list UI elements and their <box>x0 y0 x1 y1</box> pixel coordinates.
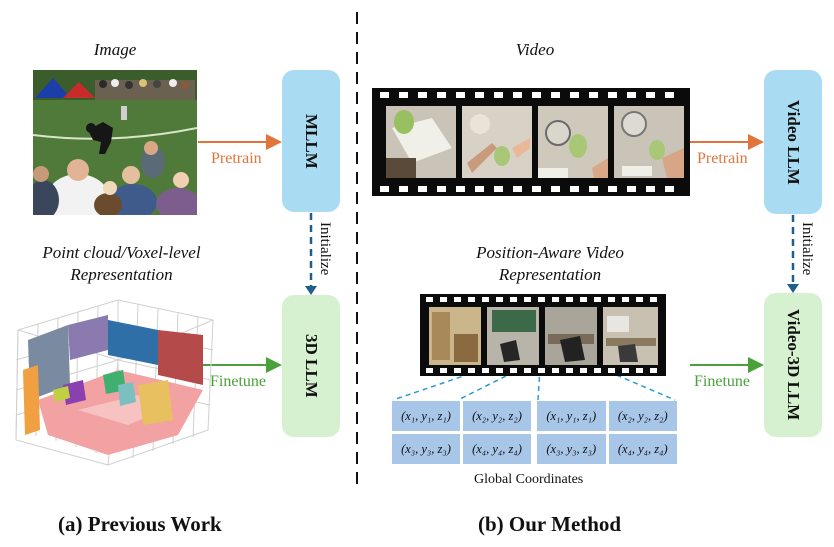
video-frame-4 <box>614 106 684 178</box>
filmstrip-frames <box>380 92 684 192</box>
coordinate-grid-1: (x₁, y₁, z₁) (x₂, y₂, z₂) (x₃, y₃, z₃) (… <box>392 401 531 464</box>
coordinate-cell: (x₃, y₃, z₃) <box>537 434 606 464</box>
finetune-label-right: Finetune <box>694 373 750 390</box>
coordinate-grid-2: (x₁, y₁, z₁) (x₂, y₂, z₂) (x₃, y₃, z₃) (… <box>537 401 677 464</box>
room-frame-1 <box>429 307 481 365</box>
left-title: (a) Previous Work <box>58 512 222 536</box>
3d-llm-box: 3D LLM <box>282 295 340 437</box>
video-3d-llm-box: Video-3D LLM <box>764 293 822 437</box>
video-caption: Video <box>515 40 555 59</box>
position-aware-filmstrip <box>420 294 666 376</box>
video-3d-llm-label: Video-3D LLM <box>784 309 803 421</box>
mllm-label: MLLM <box>302 113 321 169</box>
coordinate-cell: (x₁, y₁, z₁) <box>537 401 606 431</box>
video-llm-label: Video LLM <box>784 99 803 185</box>
pointcloud-caption: Point cloud/Voxel-level Representation <box>14 242 229 286</box>
pointcloud-caption-line2: Representation <box>70 265 173 284</box>
coordinate-cell: (x₁, y₁, z₁) <box>392 401 460 431</box>
global-coordinates-label: Global Coordinates <box>474 472 584 487</box>
pointcloud-caption-line1: Point cloud/Voxel-level <box>42 243 201 262</box>
room-frame-4 <box>603 307 658 365</box>
finetune-label-left: Finetune <box>210 373 266 390</box>
position-aware-caption-line1: Position-Aware Video <box>476 243 624 262</box>
video-frame-2 <box>462 106 532 178</box>
image-caption: Image <box>93 40 137 59</box>
initialize-label-right: Initialize <box>799 222 815 276</box>
coordinate-cell: (x₂, y₂, z₂) <box>608 401 677 431</box>
video-llm-box: Video LLM <box>764 70 822 214</box>
dog-frisbee-photo <box>33 70 197 215</box>
coordinate-cell: (x₃, y₃, z₃) <box>392 434 460 464</box>
room-frame-2 <box>487 307 539 365</box>
room-frame-3 <box>545 307 597 365</box>
video-filmstrip <box>372 88 690 196</box>
coordinate-cell: (x₂, y₂, z₂) <box>463 401 531 431</box>
pretrain-label-right: Pretrain <box>697 150 748 167</box>
position-aware-caption-line2: Representation <box>498 265 602 284</box>
coordinate-cell: (x₄, y₄, z₄) <box>463 434 531 464</box>
mllm-box: MLLM <box>282 70 340 212</box>
video-frame-3 <box>538 106 608 178</box>
right-title: (b) Our Method <box>478 512 622 536</box>
pretrain-label-left: Pretrain <box>211 150 262 167</box>
position-aware-caption: Position-Aware Video Representation <box>440 242 660 286</box>
video-frame-1 <box>386 106 456 178</box>
coordinate-cell: (x₄, y₄, z₄) <box>608 434 677 464</box>
room-frames <box>426 297 658 373</box>
sprocket-holes-top <box>380 92 674 192</box>
voxel-scene-plot <box>15 299 214 466</box>
3d-llm-label: 3D LLM <box>302 334 321 398</box>
initialize-label-left: Initialize <box>317 222 333 276</box>
